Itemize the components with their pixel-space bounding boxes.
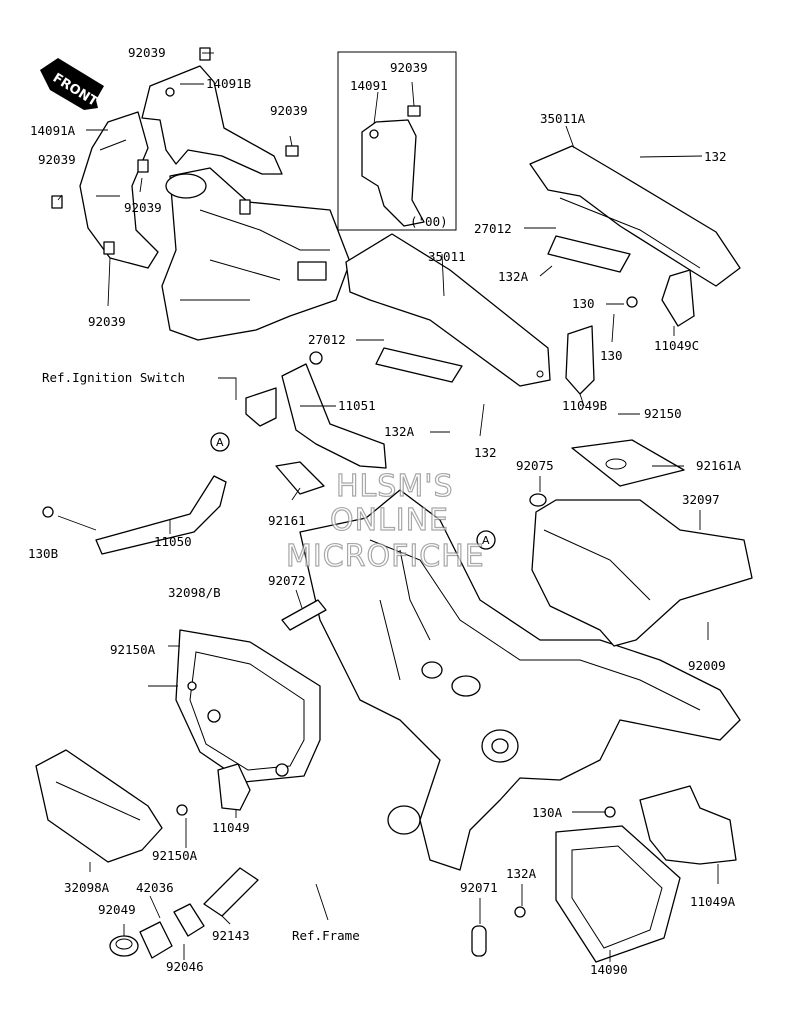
pad-92161A bbox=[571, 439, 685, 487]
label-92150: 92150 bbox=[644, 406, 682, 421]
front-arrow: FRONT bbox=[40, 58, 104, 110]
label-92049: 92049 bbox=[98, 902, 136, 917]
label-132A-c: 132A bbox=[506, 866, 537, 881]
cover-14091A bbox=[79, 111, 159, 269]
label-42036: 42036 bbox=[136, 880, 174, 895]
battery-case-32097 bbox=[529, 493, 753, 647]
watermark-line-3: MICROFICHE bbox=[286, 539, 485, 574]
label-92150A-b: 92150A bbox=[152, 848, 198, 863]
guard-14090 bbox=[514, 825, 681, 963]
ref-marker-a-label: A bbox=[216, 436, 224, 449]
label-32097: 32097 bbox=[682, 492, 720, 507]
label-11049B: 11049B bbox=[562, 398, 607, 413]
label-35011: 35011 bbox=[428, 249, 466, 264]
bracket-11049 bbox=[176, 763, 251, 816]
label-ref-frame: Ref.Frame bbox=[292, 928, 360, 943]
label-132A-b: 132A bbox=[384, 424, 415, 439]
label-11049: 11049 bbox=[212, 820, 250, 835]
label-32098B: 32098/B bbox=[168, 585, 221, 600]
label-92039-d: 92039 bbox=[124, 200, 162, 215]
grommet-92071 bbox=[471, 925, 487, 957]
pivot-parts bbox=[109, 867, 259, 959]
label-92150A-a: 92150A bbox=[110, 642, 156, 657]
bracket-11051 bbox=[245, 351, 387, 469]
pad-92161 bbox=[275, 461, 325, 495]
label-92143: 92143 bbox=[212, 928, 250, 943]
label-92039-c: 92039 bbox=[38, 152, 76, 167]
bracket-11049A bbox=[604, 785, 737, 865]
label-27012-b: 27012 bbox=[308, 332, 346, 347]
label-11049C: 11049C bbox=[654, 338, 699, 353]
leader-lines bbox=[57, 52, 719, 962]
label-92039-a: 92039 bbox=[128, 45, 166, 60]
label-11049A: 11049A bbox=[690, 894, 736, 909]
cover-35011A bbox=[529, 145, 741, 287]
label-132-b: 132 bbox=[474, 445, 497, 460]
label-32098A: 32098A bbox=[64, 880, 110, 895]
label-92039-e: 92039 bbox=[88, 314, 126, 329]
label-ref-ignition: Ref.Ignition Switch bbox=[42, 370, 185, 385]
side-cover-32098B bbox=[175, 629, 321, 783]
part-labels: 92039 14091B 14091A 92039 92039 92039 92… bbox=[28, 45, 742, 977]
label-11050: 11050 bbox=[154, 534, 192, 549]
watermark: HLSM'S ONLINE MICROFICHE bbox=[285, 468, 485, 574]
clip-92072 bbox=[281, 599, 327, 631]
label-14091: 14091 bbox=[350, 78, 388, 93]
watermark-line-2: ONLINE bbox=[330, 503, 449, 538]
bracket-11050 bbox=[42, 475, 227, 555]
main-frame bbox=[299, 489, 741, 871]
label-14091B: 14091B bbox=[206, 76, 251, 91]
cover-35011 bbox=[345, 233, 551, 387]
label-92039-f: 92039 bbox=[390, 60, 428, 75]
ref-marker-a-label-2: A bbox=[482, 534, 490, 547]
label-132A-a: 132A bbox=[498, 269, 529, 284]
label-130B: 130B bbox=[28, 546, 58, 561]
watermark-line-1: HLSM'S bbox=[336, 469, 454, 504]
label-92161A: 92161A bbox=[696, 458, 742, 473]
label-130-b: 130 bbox=[600, 348, 623, 363]
label-130-a: 130 bbox=[572, 296, 595, 311]
label-year-00: ('00) bbox=[410, 214, 448, 229]
label-35011A: 35011A bbox=[540, 111, 586, 126]
frame-neck bbox=[161, 167, 351, 341]
ref-marker-a: A A bbox=[210, 432, 496, 550]
label-92039-b: 92039 bbox=[270, 103, 308, 118]
label-14090: 14090 bbox=[590, 962, 628, 977]
label-92071: 92071 bbox=[460, 880, 498, 895]
plate-27012 bbox=[375, 235, 631, 383]
label-92075: 92075 bbox=[516, 458, 554, 473]
bolts-92039 bbox=[51, 47, 421, 255]
label-132-a: 132 bbox=[704, 149, 727, 164]
inset-box-00 bbox=[337, 51, 457, 231]
bracket-11049B-C bbox=[565, 269, 695, 395]
cover-14091B bbox=[141, 65, 283, 175]
label-92046: 92046 bbox=[166, 959, 204, 974]
label-27012-a: 27012 bbox=[474, 221, 512, 236]
label-92009: 92009 bbox=[688, 658, 726, 673]
label-92161: 92161 bbox=[268, 513, 306, 528]
lower-cover-32098A bbox=[35, 749, 163, 863]
label-92072: 92072 bbox=[268, 573, 306, 588]
label-130A: 130A bbox=[532, 805, 563, 820]
label-11051: 11051 bbox=[338, 398, 376, 413]
label-14091A: 14091A bbox=[30, 123, 76, 138]
